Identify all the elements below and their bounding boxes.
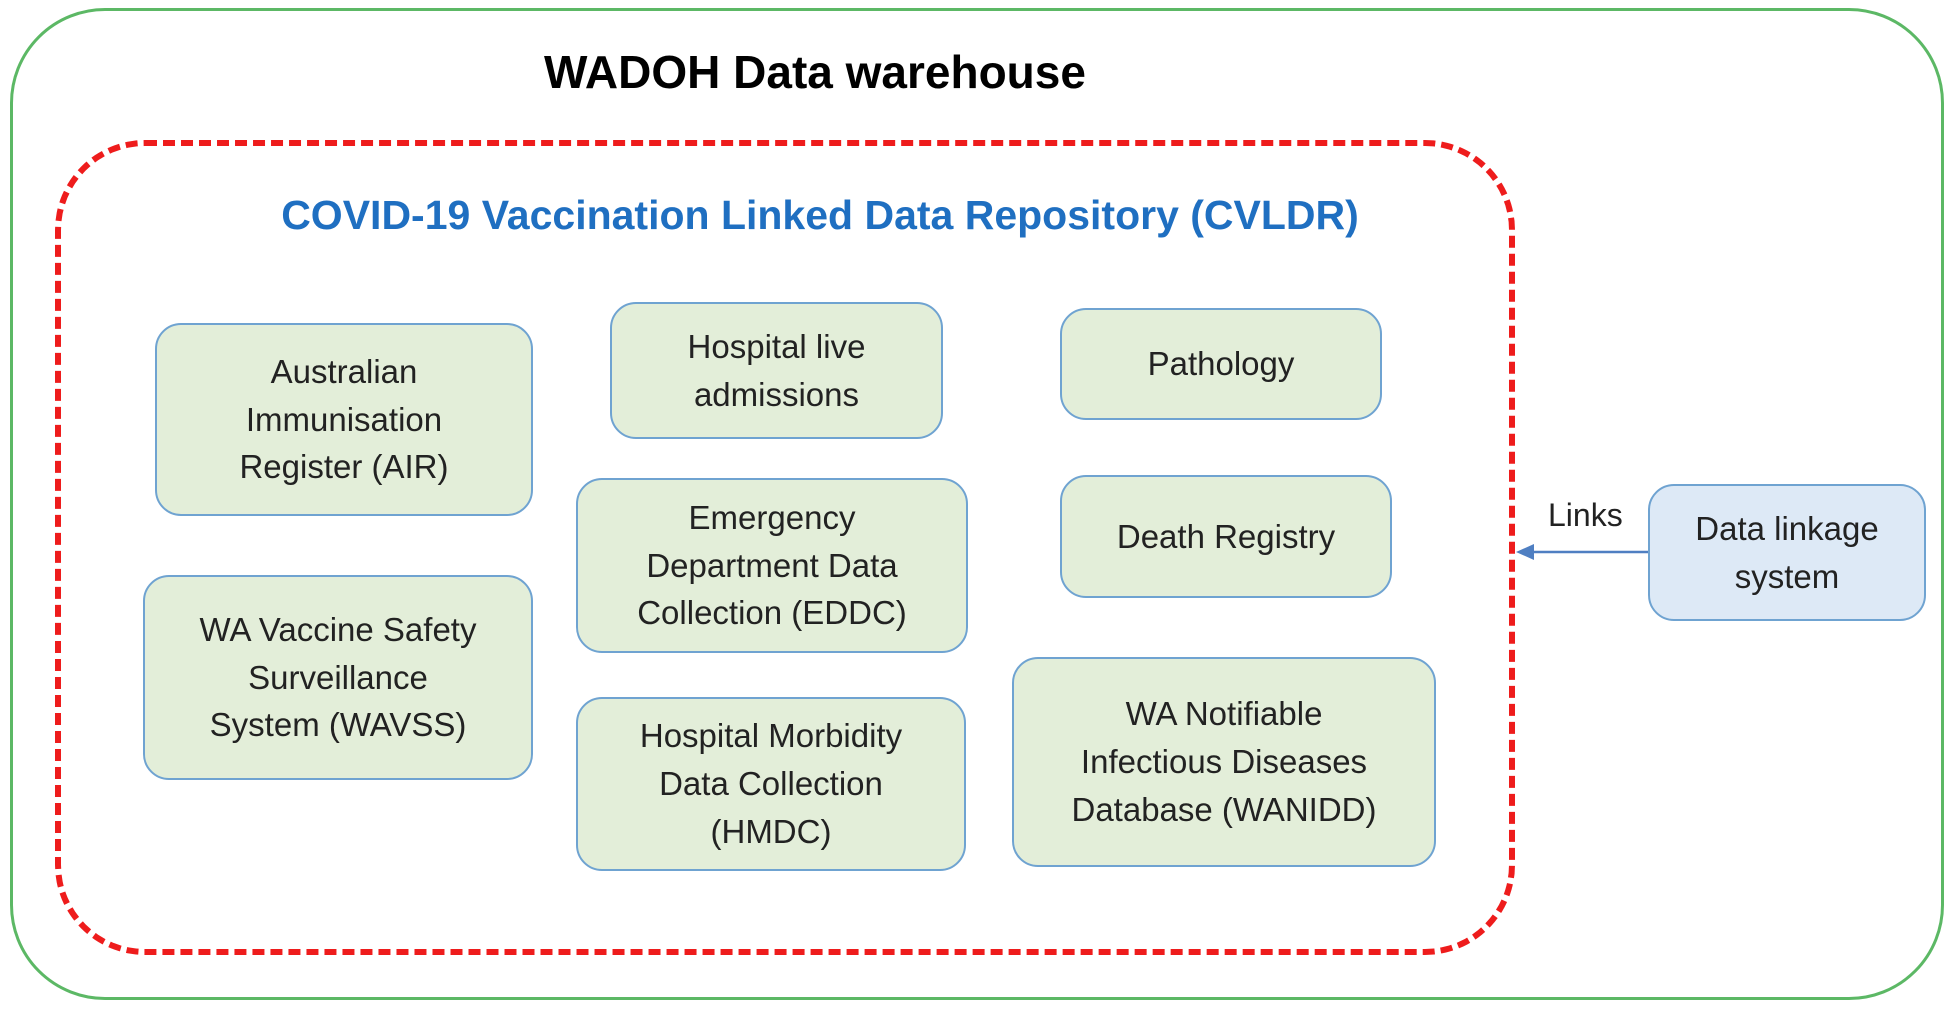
source-wanidd: WA Notifiable Infectious Diseases Databa… [1012, 657, 1436, 867]
source-eddc: Emergency Department Data Collection (ED… [576, 478, 968, 653]
source-hmdc: Hospital Morbidity Data Collection (HMDC… [576, 697, 966, 871]
warehouse-container [10, 8, 1944, 1000]
source-air: Australian Immunisation Register (AIR) [155, 323, 533, 516]
source-wavss: WA Vaccine Safety Surveillance System (W… [143, 575, 533, 780]
source-death-registry: Death Registry [1060, 475, 1392, 598]
source-hospital-live-admissions: Hospital live admissions [610, 302, 943, 439]
links-label: Links [1548, 497, 1623, 533]
source-pathology: Pathology [1060, 308, 1382, 420]
repository-title: COVID-19 Vaccination Linked Data Reposit… [281, 192, 1359, 238]
data-linkage-system: Data linkage system [1648, 484, 1926, 621]
repository-container [55, 140, 1515, 955]
warehouse-title: WADOH Data warehouse [544, 46, 1086, 98]
